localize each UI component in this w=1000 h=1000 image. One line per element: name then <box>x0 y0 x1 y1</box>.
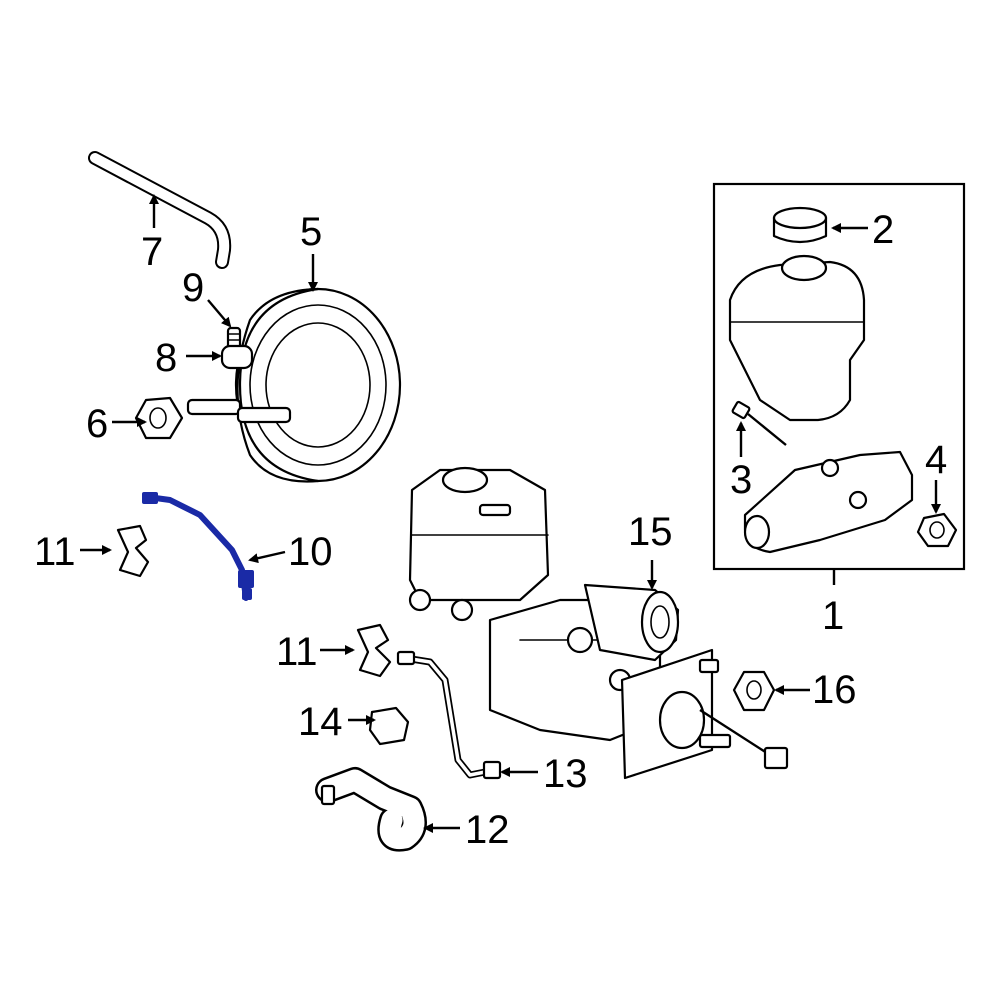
clip-left <box>116 524 150 578</box>
callout-7: 7 <box>141 230 164 274</box>
reservoir-cap <box>772 206 828 244</box>
callout-10: 10 <box>288 530 333 574</box>
master-cylinder-nut <box>916 512 958 548</box>
master-cylinder <box>743 450 914 554</box>
callout-11-center: 11 <box>276 630 318 674</box>
callout-1: 1 <box>822 594 845 638</box>
brake-line-lower <box>396 650 502 780</box>
vacuum-hose-elbow <box>315 767 427 852</box>
clip-center <box>356 623 392 678</box>
brake-line-highlighted <box>142 492 254 601</box>
mounting-plate <box>620 648 789 780</box>
callout-12: 12 <box>465 808 510 852</box>
grommet <box>220 344 254 370</box>
callout-14: 14 <box>298 700 343 744</box>
callout-arrows <box>80 194 941 833</box>
booster-nut <box>134 396 184 440</box>
callout-15: 15 <box>628 510 673 554</box>
callout-4: 4 <box>925 438 948 482</box>
fluid-level-sensor <box>731 400 787 446</box>
callout-11-left: 11 <box>34 530 76 574</box>
callout-8: 8 <box>155 336 178 380</box>
callout-16: 16 <box>812 668 857 712</box>
booster-studs <box>186 398 292 424</box>
callout-5: 5 <box>300 210 323 254</box>
mounting-nut <box>732 670 776 712</box>
brake-booster <box>234 287 402 483</box>
callout-3: 3 <box>730 458 753 502</box>
retainer <box>368 706 410 746</box>
vacuum-hose <box>88 151 232 269</box>
master-cylinder-reservoir <box>408 466 550 622</box>
callout-9: 9 <box>182 266 205 310</box>
callout-2: 2 <box>872 208 895 252</box>
callout-6: 6 <box>86 402 109 446</box>
pump-motor <box>583 583 680 662</box>
master-cylinder-inset <box>712 182 966 585</box>
callout-13: 13 <box>543 752 588 796</box>
reservoir <box>728 254 866 422</box>
